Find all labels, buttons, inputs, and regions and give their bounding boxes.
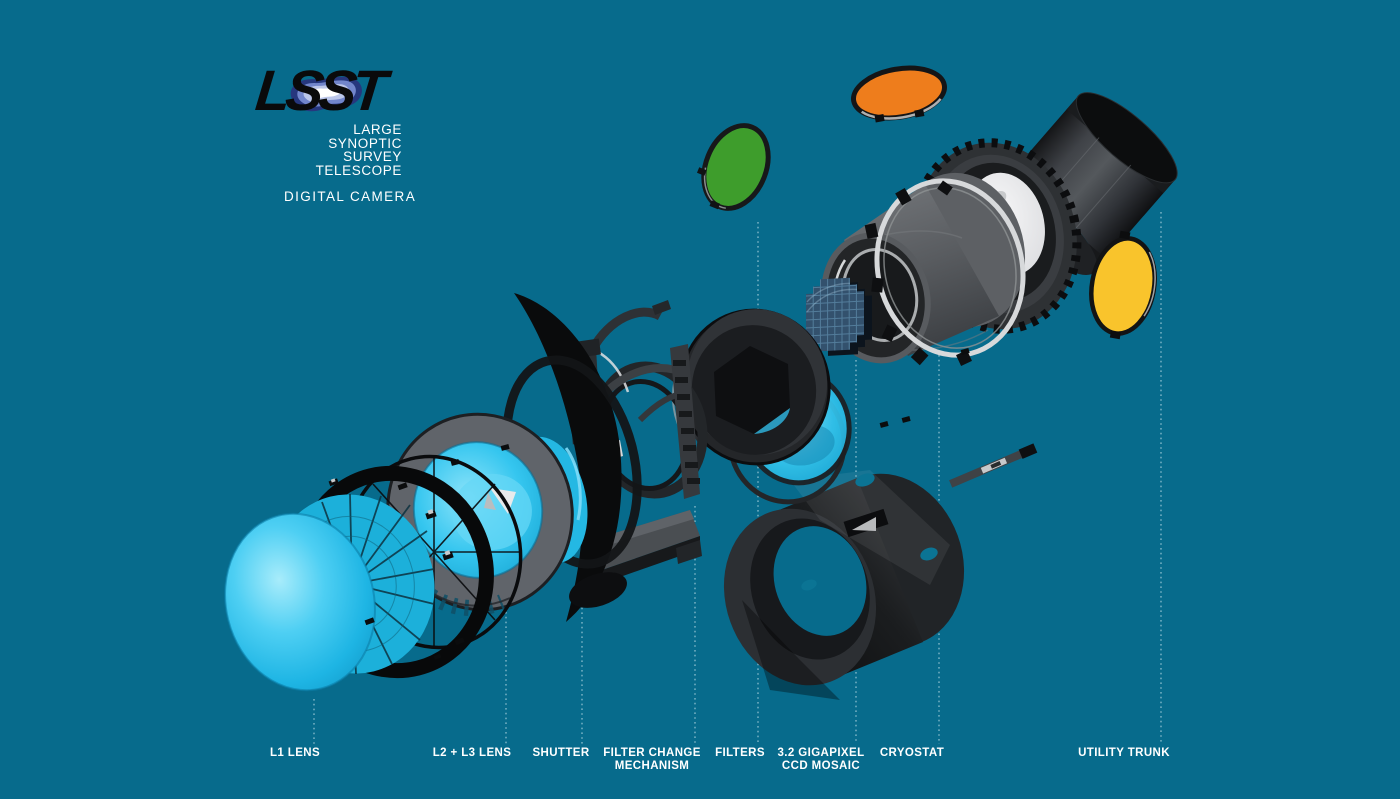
- label-line: SHUTTER: [532, 747, 590, 759]
- label-l2-l3-lens: L2 + L3 LENS: [433, 747, 512, 760]
- logo-name-line: SYNOPTIC: [328, 135, 402, 151]
- label-line: MECHANISM: [614, 760, 690, 772]
- housing-hole: [920, 547, 938, 561]
- housing-hole: [855, 473, 875, 487]
- lsst-wordmark: LSST: [252, 59, 386, 123]
- label-ccd-mosaic: 3.2 GIGAPIXEL CCD MOSAIC: [777, 747, 864, 773]
- label-l1-lens: L1 LENS: [270, 747, 320, 760]
- lsst-logo: LSST LARGE SYNOPTIC SURVEY TELESCOPE DIG…: [252, 59, 415, 216]
- label-filters: FILTERS: [715, 747, 765, 760]
- label-cryostat: CRYOSTAT: [880, 747, 944, 760]
- logo-name-line: SURVEY: [343, 149, 402, 164]
- label-shutter: SHUTTER: [532, 747, 589, 760]
- camera-housing-tube: [723, 470, 965, 700]
- label-utility-trunk: UTILITY TRUNK: [1078, 747, 1170, 760]
- support-rod: [949, 443, 1038, 488]
- ccd-mosaic-render: [806, 277, 872, 356]
- housing-hole: [801, 579, 817, 591]
- logo-name-line: TELESCOPE: [315, 162, 402, 178]
- logo-name-line: LARGE: [353, 122, 402, 137]
- green-filter-disc: [696, 123, 771, 211]
- lsst-logo-name: LARGE SYNOPTIC SURVEY TELESCOPE: [316, 123, 402, 177]
- label-line: FILTER CHANGE: [603, 747, 701, 759]
- label-line: FILTERS: [715, 747, 765, 759]
- l1-lens-render: [224, 493, 435, 692]
- orange-filter-disc: [851, 65, 947, 123]
- label-line: L2 + L3 LENS: [432, 747, 512, 759]
- lsst-logo-blob: [290, 76, 362, 112]
- filter-hex-holder: [671, 308, 831, 466]
- filters-render: [671, 308, 852, 505]
- hardware-specks-silver: [330, 478, 451, 556]
- label-line: CRYOSTAT: [879, 747, 945, 759]
- label-line: CCD MOSAIC: [781, 760, 861, 772]
- yellow-filter-disc: [1089, 230, 1157, 340]
- label-line: L1 LENS: [269, 747, 321, 759]
- label-line: UTILITY TRUNK: [1078, 747, 1170, 759]
- label-filter-change-mechanism: FILTER CHANGE MECHANISM: [603, 747, 701, 773]
- cryostat-clamp-ring: [864, 178, 1026, 366]
- label-line: 3.2 GIGAPIXEL: [777, 747, 865, 759]
- logo-subtitle: DIGITAL CAMERA: [284, 189, 417, 204]
